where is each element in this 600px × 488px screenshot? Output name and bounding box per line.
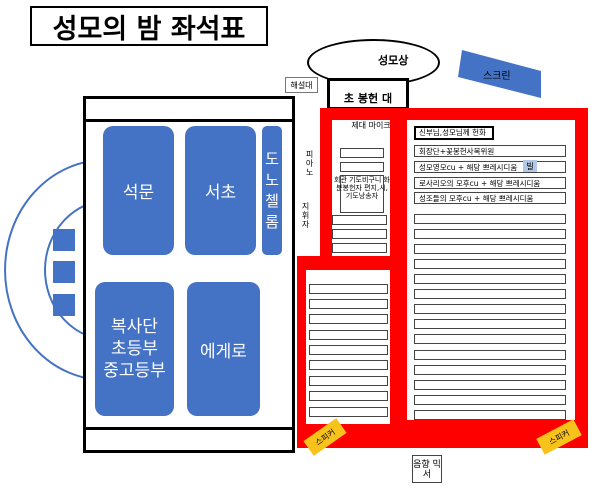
bill-badge: 빌 xyxy=(523,160,537,172)
front-row-4: 로사리오의 모후cu + 해당 쁘레시디움 xyxy=(414,177,566,189)
pew-right-7 xyxy=(414,304,566,314)
pew-right-6 xyxy=(414,289,566,299)
prayers-box xyxy=(340,175,384,213)
pew-right-4 xyxy=(414,259,566,269)
red-right-column xyxy=(575,108,588,448)
front-row-1: 신부님,성모님께 헌화 xyxy=(414,126,494,140)
pew-right-13 xyxy=(414,395,566,405)
red-outer-left-column xyxy=(297,256,306,448)
mixer-label: 음향 믹서 xyxy=(413,460,441,481)
pew-right-2 xyxy=(414,229,566,239)
front-row-2: 회장단+꽃봉헌사목위원 xyxy=(414,145,566,157)
pew-right-9 xyxy=(414,334,566,344)
pew-right-8 xyxy=(414,319,566,329)
left-square-2 xyxy=(53,261,75,283)
red-center-column xyxy=(390,108,407,448)
page-title: 성모의 밤 좌석표 xyxy=(30,6,268,46)
block-seocho: 서초 xyxy=(185,126,256,255)
pew-right-12 xyxy=(414,380,566,390)
left-arcs xyxy=(4,159,111,381)
prayers-label: 회관 기도비구니 화분봉헌자 편지,시,기도낭송자 xyxy=(334,176,390,201)
pew-right-5 xyxy=(414,274,566,284)
red-left-column xyxy=(320,108,332,258)
commentator-box: 해설대 xyxy=(285,77,318,93)
pew-right-10 xyxy=(414,350,566,360)
pew-right-11 xyxy=(414,365,566,375)
left-square-1 xyxy=(53,229,75,251)
choir-row-2 xyxy=(340,162,384,172)
candle-table: 초 봉헌 대 xyxy=(327,78,409,110)
pew-right-14 xyxy=(414,410,566,420)
pew-left-9 xyxy=(309,407,388,417)
pew-left-7 xyxy=(309,376,388,386)
pew-right-3 xyxy=(414,244,566,254)
pew-right-1 xyxy=(414,214,566,224)
pew-left-8 xyxy=(309,391,388,401)
block-dono: 도노 첼롬 xyxy=(262,126,282,255)
block-bokdan: 복사단 초등부 중고등부 xyxy=(95,282,174,416)
pew-left-1 xyxy=(309,284,388,294)
pew-left-3 xyxy=(309,314,388,324)
left-hall-top-bar xyxy=(83,96,295,122)
red-top-bar xyxy=(320,108,588,120)
block-egero: 에게로 xyxy=(187,282,260,416)
front-row-5: 성조들의 모후cu + 해당 쁘레시디움 xyxy=(414,192,566,204)
pew-left-2 xyxy=(309,299,388,309)
mixer-box xyxy=(412,455,442,483)
conductor-label: 지휘자 xyxy=(301,202,310,230)
left-square-3 xyxy=(53,294,75,316)
screen-label: 스크린 xyxy=(483,71,511,82)
left-seat-row-1 xyxy=(332,215,387,225)
pew-left-6 xyxy=(309,360,388,370)
red-mid-horizontal xyxy=(297,256,407,270)
left-seat-row-3 xyxy=(332,243,387,253)
choir-row-1 xyxy=(340,148,384,158)
left-hall-bottom-bar xyxy=(83,427,295,453)
left-seat-row-2 xyxy=(332,229,387,239)
pew-left-5 xyxy=(309,345,388,355)
piano-label: 피아노 xyxy=(305,150,314,178)
statue-label: 성모상 xyxy=(378,54,409,67)
altar-mic-label: 제대 마이크 xyxy=(351,121,391,130)
candle-table-label: 초 봉헌 대 xyxy=(343,92,393,105)
commentator-label: 해설대 xyxy=(290,80,313,90)
pew-left-4 xyxy=(309,330,388,340)
front-row-3: 성모영모cu + 해당 쁘레시디움 xyxy=(414,161,566,173)
block-seokmun: 석문 xyxy=(103,126,174,255)
